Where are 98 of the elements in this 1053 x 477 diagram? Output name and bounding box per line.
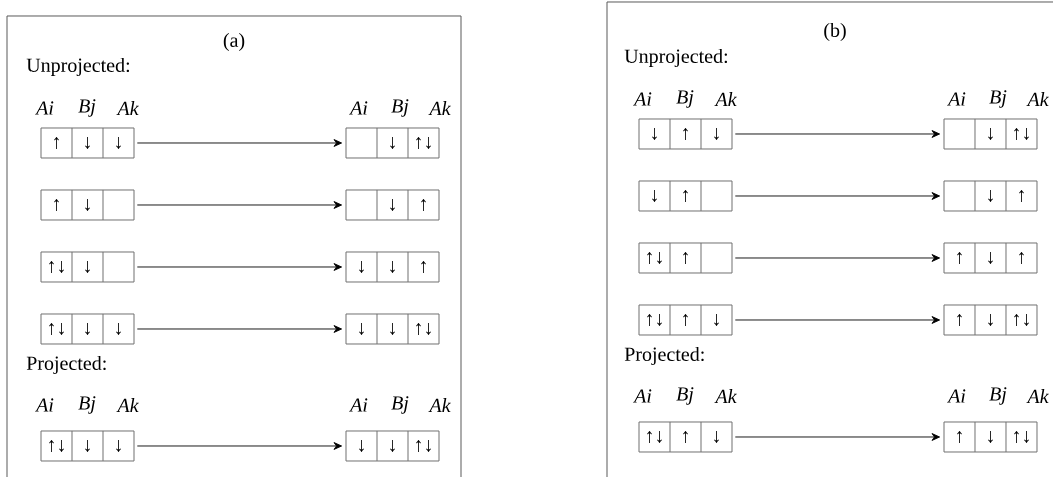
orbital-cell: ↑↓: [638, 304, 671, 336]
site-label: Bj: [78, 396, 96, 414]
orbital-cell: ↑↓: [1005, 421, 1038, 453]
orbital-cell: ↓: [638, 180, 671, 212]
orbital-cell: ↓: [71, 313, 104, 345]
orbital-cell: ↓: [102, 430, 135, 462]
orbital-cell: ↓: [71, 430, 104, 462]
orbital-cell: ↑↓: [1005, 304, 1038, 336]
site-label: Bj: [391, 396, 409, 414]
site-label: Ai: [633, 389, 652, 403]
orbital-cell: ↑: [407, 189, 440, 221]
orbital-cell: ↓: [102, 313, 135, 345]
orbital-cell: ↑: [669, 421, 702, 453]
orbital-cell: [700, 242, 733, 274]
orbital-cell: ↓: [376, 189, 409, 221]
orbital-cell: ↑: [943, 242, 976, 274]
orbital-cell: [102, 189, 135, 221]
orbital-cell: ↓: [974, 421, 1007, 453]
orbital-cell: [700, 180, 733, 212]
orbital-cell: ↓: [71, 127, 104, 159]
orbital-cell: [102, 251, 135, 283]
arrow: [734, 254, 941, 262]
site-label: Ai: [35, 398, 54, 412]
orbital-cell: ↓: [700, 421, 733, 453]
orbital-cell: [943, 180, 976, 212]
orbital-cell: ↑: [40, 189, 73, 221]
orbital-cell: ↑↓: [407, 127, 440, 159]
section-heading: Unprojected:: [26, 57, 129, 77]
site-label: Ai: [947, 92, 966, 106]
orbital-cell: ↑: [669, 118, 702, 150]
orbital-cell: ↓: [376, 251, 409, 283]
orbital-cell: ↑↓: [40, 430, 73, 462]
section-heading: Projected:: [624, 346, 704, 366]
orbital-cell: ↓: [345, 313, 378, 345]
orbital-cell: ↓: [638, 118, 671, 150]
orbital-cell: ↑↓: [40, 251, 73, 283]
arrow: [734, 192, 941, 200]
orbital-cell: ↑: [40, 127, 73, 159]
orbital-cell: [345, 189, 378, 221]
arrow: [734, 316, 941, 324]
orbital-cell: ↑: [943, 421, 976, 453]
site-label: Bj: [989, 90, 1007, 108]
orbital-cell: ↓: [974, 242, 1007, 274]
site-label: Ai: [633, 92, 652, 106]
orbital-cell: ↑: [669, 304, 702, 336]
site-label: Ai: [349, 398, 368, 412]
site-label: Ak: [116, 398, 139, 412]
arrow: [734, 130, 941, 138]
orbital-cell: ↑↓: [638, 421, 671, 453]
site-label: Bj: [676, 90, 694, 108]
orbital-cell: [345, 127, 378, 159]
site-label: Bj: [391, 99, 409, 117]
site-label: Ak: [714, 92, 737, 106]
orbital-cell: ↓: [71, 251, 104, 283]
site-label: Ak: [714, 389, 737, 403]
orbital-cell: ↑: [669, 180, 702, 212]
site-label: Ak: [1026, 389, 1049, 403]
orbital-cell: ↑↓: [407, 430, 440, 462]
orbital-cell: ↓: [376, 127, 409, 159]
orbital-cell: ↑↓: [40, 313, 73, 345]
arrow: [136, 263, 343, 271]
site-label: Ak: [428, 101, 451, 115]
site-label: Ai: [349, 101, 368, 115]
orbital-cell: ↑: [669, 242, 702, 274]
orbital-cell: ↓: [376, 313, 409, 345]
section-heading: Projected:: [26, 355, 106, 375]
orbital-cell: ↑: [407, 251, 440, 283]
orbital-cell: ↑: [1005, 242, 1038, 274]
orbital-cell: ↓: [345, 430, 378, 462]
arrow: [136, 139, 343, 147]
site-label: Ak: [116, 101, 139, 115]
orbital-cell: ↑↓: [638, 242, 671, 274]
orbital-cell: ↓: [974, 304, 1007, 336]
orbital-cell: ↓: [345, 251, 378, 283]
orbital-cell: ↓: [700, 304, 733, 336]
orbital-cell: [943, 118, 976, 150]
orbital-cell: ↓: [71, 189, 104, 221]
site-label: Bj: [676, 387, 694, 405]
orbital-cell: ↑↓: [1005, 118, 1038, 150]
arrow: [136, 325, 343, 333]
section-heading: Unprojected:: [624, 48, 727, 68]
site-label: Bj: [78, 99, 96, 117]
orbital-cell: ↓: [974, 118, 1007, 150]
arrow: [136, 201, 343, 209]
site-label: Ai: [947, 389, 966, 403]
site-label: Ai: [35, 101, 54, 115]
arrow: [734, 433, 941, 441]
orbital-cell: ↓: [700, 118, 733, 150]
orbital-cell: ↑: [1005, 180, 1038, 212]
orbital-cell: ↑: [943, 304, 976, 336]
site-label: Bj: [989, 387, 1007, 405]
orbital-cell: ↓: [102, 127, 135, 159]
orbital-cell: ↓: [974, 180, 1007, 212]
orbital-cell: ↑↓: [407, 313, 440, 345]
site-label: Ak: [1026, 92, 1049, 106]
site-label: Ak: [428, 398, 451, 412]
orbital-cell: ↓: [376, 430, 409, 462]
arrow: [136, 442, 343, 450]
